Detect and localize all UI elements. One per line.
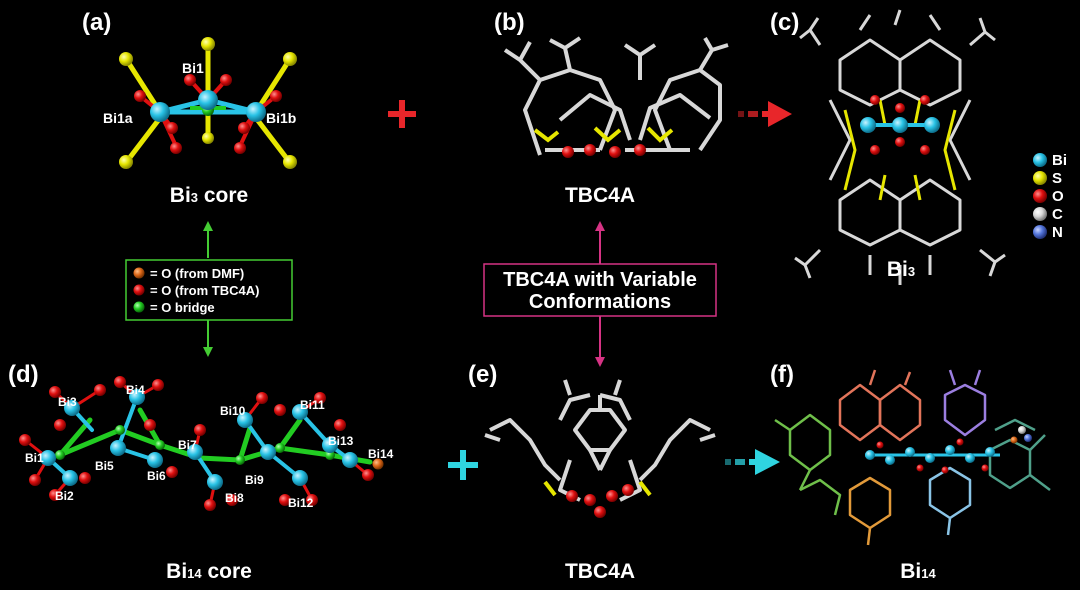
conformation-box xyxy=(483,263,717,317)
bi3-atom-label: Bi1a xyxy=(103,110,133,126)
bi14-atom-label: Bi2 xyxy=(55,489,74,503)
bi14-atom-label: Bi6 xyxy=(147,469,166,483)
bi14-atom-label: Bi8 xyxy=(225,491,244,505)
bi3-atom-label: Bi1 xyxy=(182,60,204,76)
element-legend-o: O xyxy=(1052,188,1064,205)
bi14-atom-label: Bi3 xyxy=(58,395,77,409)
bi14-assembly-structure xyxy=(774,369,1051,546)
bi14-core-structure xyxy=(19,376,384,511)
tbc4a-cone-structure xyxy=(503,36,729,156)
bi14-atom-label: Bi4 xyxy=(126,383,145,397)
panel-label-f: (f) xyxy=(770,361,794,388)
tbc4a-sulfur-bridges xyxy=(533,126,674,143)
panel-label-a: (a) xyxy=(82,9,111,36)
bi14-atom-label: Bi12 xyxy=(288,496,314,510)
element-legend: Bi S O C N xyxy=(1033,152,1067,241)
plus-sign-bottom xyxy=(448,450,478,480)
element-legend-n: N xyxy=(1052,224,1063,241)
bi14-assembly-core xyxy=(865,426,1032,474)
bi14-atom-label: Bi13 xyxy=(328,434,354,448)
bi14-atom-label: Bi9 xyxy=(245,473,264,487)
panel-label-b: (b) xyxy=(494,9,525,36)
caption-c: Bi3 xyxy=(887,258,915,281)
bi3-cluster-sulfur xyxy=(843,99,957,201)
reaction-arrow-bottom xyxy=(725,449,780,475)
tbc4a-flattened-structure xyxy=(484,379,716,502)
panel-label-c: (c) xyxy=(770,9,799,36)
tbc4a-flattened-sulfur xyxy=(543,480,652,497)
caption-f: Bi14 xyxy=(900,560,936,583)
conformation-box-line2: Conformations xyxy=(529,291,671,313)
legend-o-bridge: = O bridge xyxy=(150,300,215,315)
bi14-atom-label: Bi11 xyxy=(300,398,325,412)
bi14-atom-label: Bi5 xyxy=(95,459,114,473)
caption-d: Bi14 core xyxy=(166,560,252,583)
panel-label-e: (e) xyxy=(468,361,497,388)
bi3-core-structure xyxy=(119,37,297,169)
bi14-atom-label: Bi10 xyxy=(220,404,246,418)
bi3-cluster-structure xyxy=(794,9,1006,285)
bi14-atom-label: Bi1 xyxy=(25,451,44,465)
panel-label-d: (d) xyxy=(8,361,39,388)
element-legend-bi: Bi xyxy=(1052,152,1067,169)
caption-a: Bi3 core xyxy=(170,184,248,207)
element-legend-c: C xyxy=(1052,206,1063,223)
element-legend-s: S xyxy=(1052,170,1062,187)
bi14-atom-label: Bi7 xyxy=(178,438,197,452)
caption-b: TBC4A xyxy=(565,184,635,207)
reaction-arrow-top xyxy=(738,101,792,127)
legend-o-dmf: = O (from DMF) xyxy=(150,266,244,281)
caption-e: TBC4A xyxy=(565,560,635,583)
plus-sign-top xyxy=(388,100,416,128)
legend-o-tbc4a: = O (from TBC4A) xyxy=(150,283,259,298)
bi3-atom-label: Bi1b xyxy=(266,110,296,126)
conformation-box-line1: TBC4A with Variable xyxy=(503,269,697,291)
oxygen-legend-box xyxy=(125,259,293,321)
bi14-atom-label: Bi14 xyxy=(368,447,394,461)
